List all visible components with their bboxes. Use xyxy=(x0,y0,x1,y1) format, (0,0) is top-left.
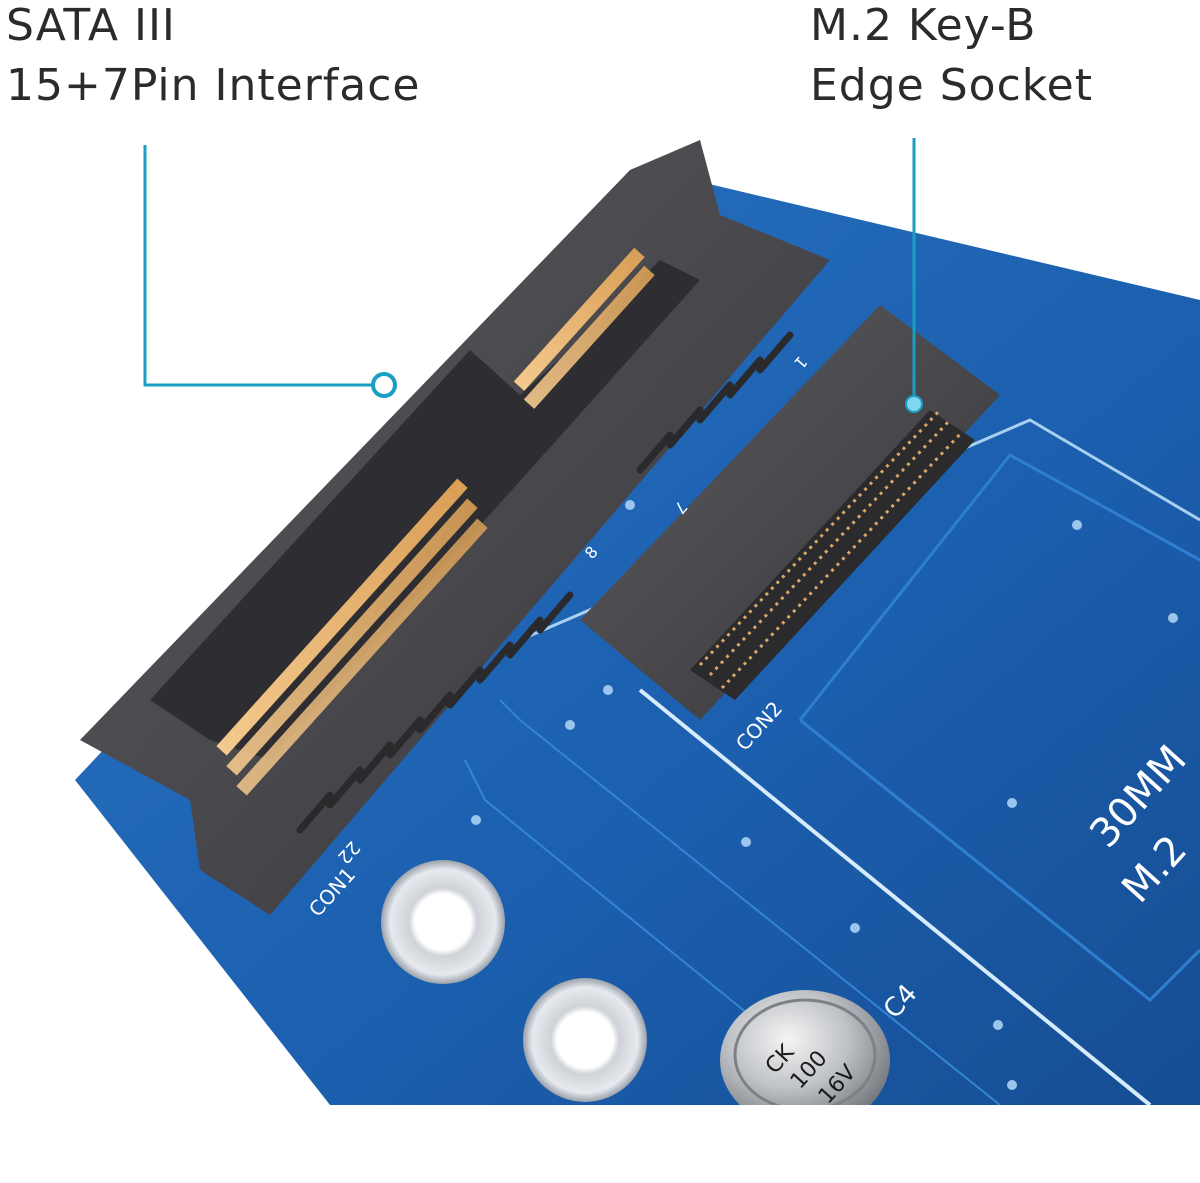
m2-callout-label: M.2 Key-B Edge Socket xyxy=(810,0,1093,116)
mounting-hole xyxy=(417,896,469,948)
sata-pin-legs xyxy=(296,331,794,834)
sata-callout-line xyxy=(143,145,372,387)
m2-callout-line1: M.2 Key-B xyxy=(810,0,1037,51)
m2-connector-housing xyxy=(580,305,1000,720)
sata-callout-line1: SATA III xyxy=(6,0,176,51)
pcb-trace xyxy=(798,453,1200,721)
m2-connector-slot xyxy=(690,410,975,700)
sata-callout-label: SATA III 15+7Pin Interface xyxy=(6,0,421,116)
pcb-trace xyxy=(799,718,1200,1003)
sata-callout-dot xyxy=(371,372,397,398)
m2-contacts xyxy=(698,408,964,690)
photo-bottom-area xyxy=(0,1105,1200,1179)
pcb-trace xyxy=(464,759,861,1106)
pcb-trace xyxy=(499,699,1001,1106)
m2-callout-dot xyxy=(905,395,923,413)
sata-callout-line2: 15+7Pin Interface xyxy=(6,60,421,111)
pcb-trace xyxy=(638,688,1152,1107)
mounting-hole xyxy=(559,1014,611,1066)
m2-callout-line2: Edge Socket xyxy=(810,60,1093,111)
sata-connector-slot xyxy=(150,260,700,760)
sata-gold-contacts xyxy=(216,247,655,796)
capacitor: CK 100 16V xyxy=(720,990,890,1130)
pcb-vias xyxy=(471,500,1178,1090)
